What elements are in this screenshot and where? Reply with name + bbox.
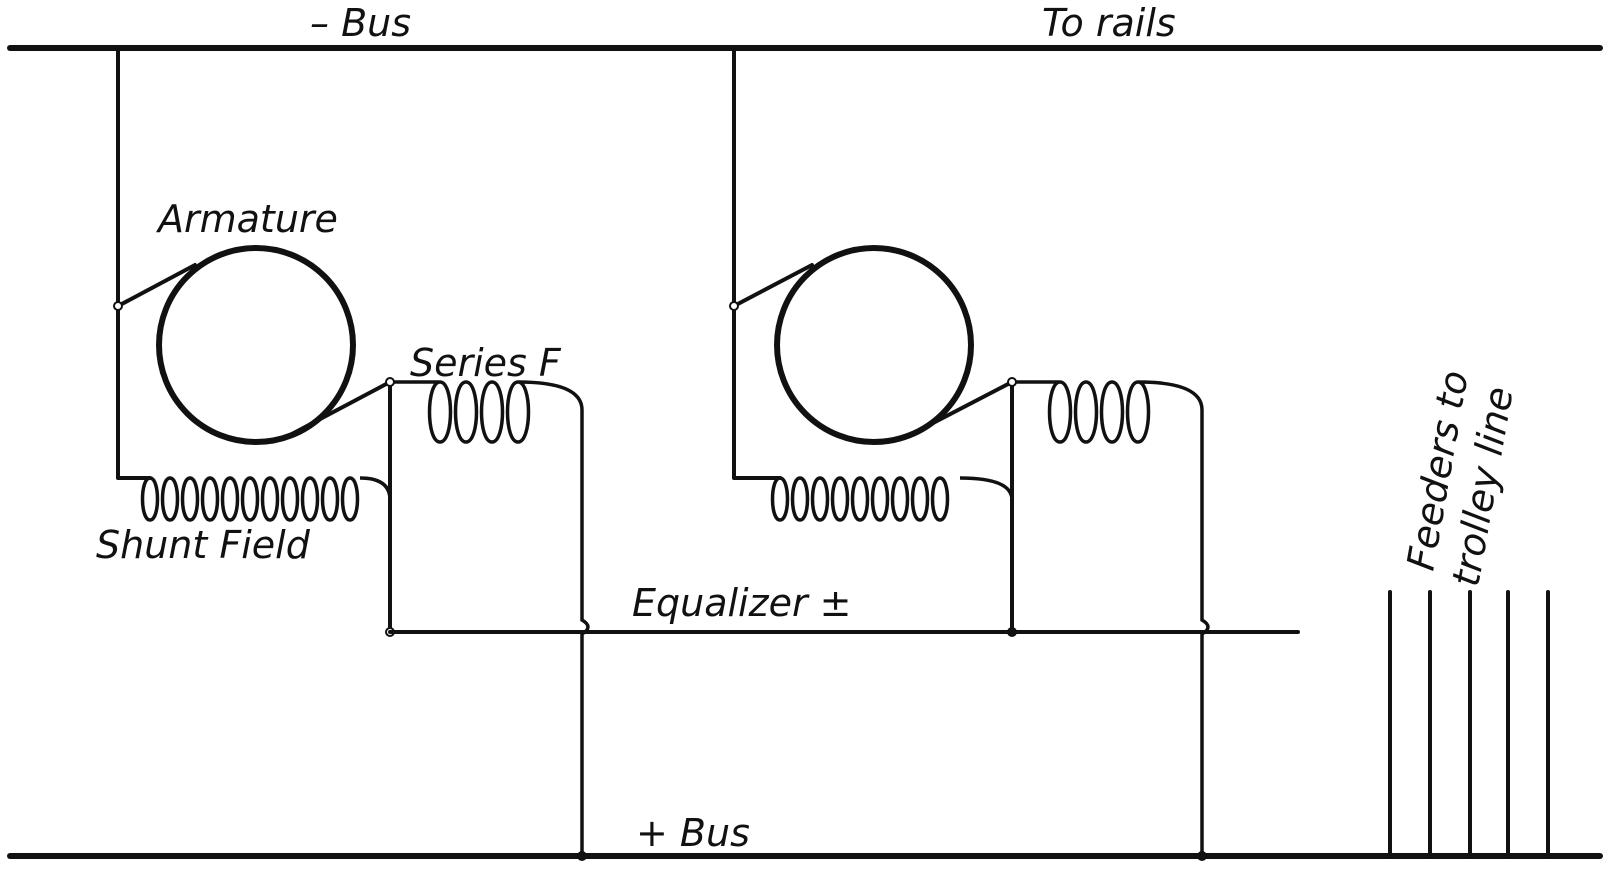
gen1-neg-lead	[116, 46, 152, 480]
armature-label: Armature	[155, 197, 338, 241]
gen1-shunt-field-coil	[140, 476, 392, 522]
gen2-armature	[774, 245, 974, 445]
series-field-label: Series F	[410, 341, 562, 385]
gen1-series-junction	[385, 377, 395, 387]
shunt-field-label: Shunt Field	[96, 523, 311, 567]
equalizer-label: Equalizer ±	[632, 581, 851, 625]
gen1-armature-lead-top	[116, 263, 197, 308]
gen1-armature-junction	[113, 301, 123, 311]
gen2-armature-junction	[729, 301, 739, 311]
gen1-pos-bus-junction	[577, 851, 587, 861]
gen2-series-junction	[1007, 377, 1017, 387]
gen1-armature	[156, 245, 356, 445]
gen2-shunt-field-coil	[770, 476, 1014, 522]
gen2-series-field-coil	[1012, 380, 1210, 856]
gen1-armature-lead-bottom	[288, 380, 392, 437]
positive-bus-label: + Bus	[636, 811, 750, 855]
to-rails-label: To rails	[1042, 1, 1176, 45]
generator-1	[113, 46, 590, 861]
gen1-series-field-coil	[390, 380, 590, 856]
generator-2	[729, 46, 1210, 861]
gen2-armature-lead-top	[732, 263, 814, 308]
gen2-neg-lead	[732, 46, 782, 480]
feeders-to-trolley-line	[1388, 590, 1550, 858]
gen2-pos-bus-junction	[1197, 851, 1207, 861]
gen2-armature-lead-bottom	[908, 380, 1014, 437]
negative-bus-label: – Bus	[310, 1, 411, 45]
